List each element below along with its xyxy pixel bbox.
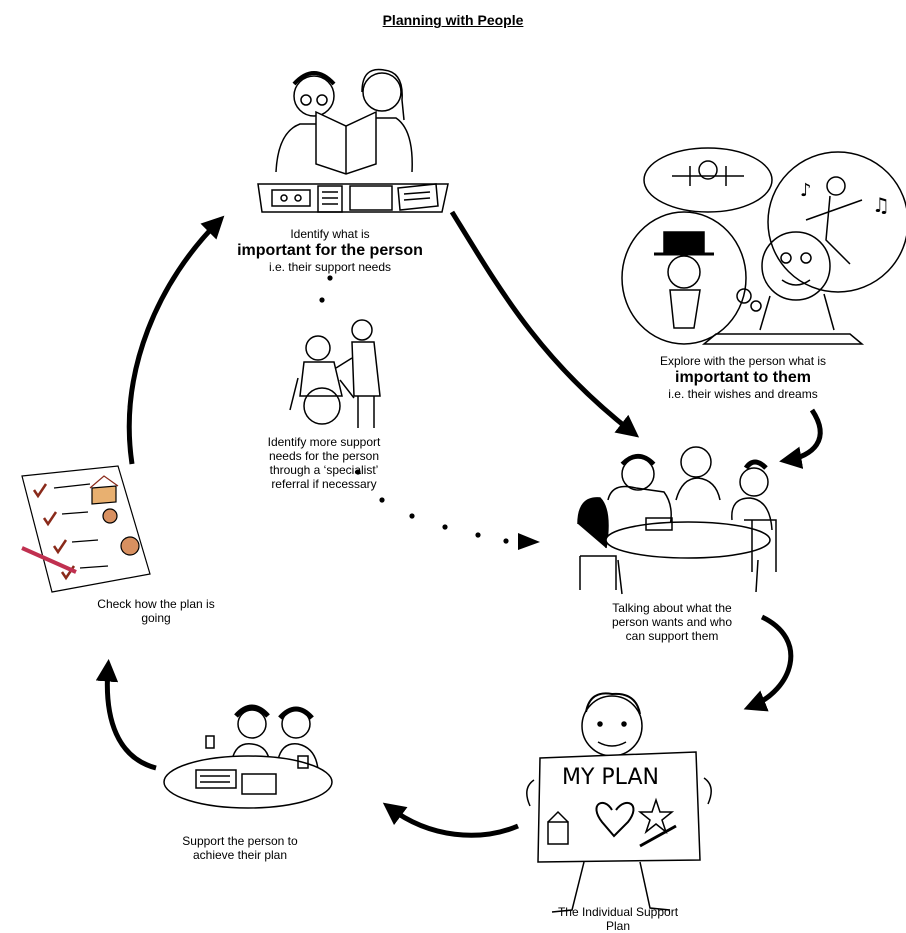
illustration-meeting	[577, 446, 777, 595]
illustration-dreaming: ♫ ♪	[621, 147, 906, 345]
arrow-talking-to-plan	[743, 614, 794, 712]
dotted-arrowhead	[518, 533, 540, 550]
step-identify-needs-line3: i.e. their support needs	[268, 260, 392, 274]
arrow-needs-to-talking	[449, 210, 640, 438]
step-achieve-plan: Support the person to achieve their plan	[150, 834, 330, 862]
step-plan-line2: Plan	[605, 919, 631, 933]
step-achieve-line2: achieve their plan	[192, 848, 288, 862]
step-identify-needs: Identify what is important for the perso…	[200, 227, 460, 274]
step-specialist-line2: needs for the person	[268, 449, 380, 463]
step-specialist-referral: Identify more support needs for the pers…	[236, 435, 412, 491]
step-achieve-line1: Support the person to	[182, 834, 298, 848]
arrow-achieve-to-check	[95, 659, 157, 771]
illustration-achieving	[163, 704, 333, 809]
step-talking-line2: person wants and who	[611, 615, 733, 629]
illustration-specialist	[289, 319, 381, 428]
illustration-checklist	[21, 465, 151, 593]
step-check-plan: Check how the plan is going	[58, 597, 254, 625]
step-explore-wishes: Explore with the person what is importan…	[620, 354, 866, 401]
arrow-wishes-to-talking	[779, 408, 823, 469]
step-plan-line1: The Individual Support	[557, 905, 679, 919]
step-check-line1: Check how the plan is	[97, 597, 215, 611]
step-individual-plan: The Individual Support Plan	[530, 905, 706, 933]
arrow-plan-to-achieve	[382, 802, 519, 838]
dotted-link-needs-to-specialist	[319, 275, 333, 303]
step-check-line2: going	[141, 611, 171, 625]
dotted-link-specialist-to-talking	[355, 469, 509, 544]
step-specialist-line1: Identify more support	[267, 435, 381, 449]
illustration-reading-together	[257, 68, 449, 213]
step-identify-needs-line1: Identify what is	[290, 227, 370, 241]
step-specialist-line4: referral if necessary	[271, 477, 377, 491]
step-specialist-line3: through a ‘specialist’	[269, 463, 379, 477]
step-talking-line3: can support them	[625, 629, 719, 643]
diagram-title: Planning with People	[382, 12, 524, 28]
svg-text:♪: ♪	[800, 180, 812, 201]
step-talking: Talking about what the person wants and …	[580, 601, 764, 643]
step-explore-wishes-line1: Explore with the person what is	[659, 354, 827, 368]
step-identify-needs-line2: important for the person	[237, 242, 423, 259]
my-plan-sign-text: MY PLAN	[562, 765, 659, 790]
step-explore-wishes-line3: i.e. their wishes and dreams	[668, 387, 818, 401]
arrow-check-to-needs	[126, 215, 225, 465]
step-talking-line1: Talking about what the	[612, 601, 732, 615]
illustration-my-plan: MY PLAN	[526, 692, 712, 913]
step-explore-wishes-line2: important to them	[675, 369, 811, 386]
svg-text:♫: ♫	[872, 193, 890, 217]
